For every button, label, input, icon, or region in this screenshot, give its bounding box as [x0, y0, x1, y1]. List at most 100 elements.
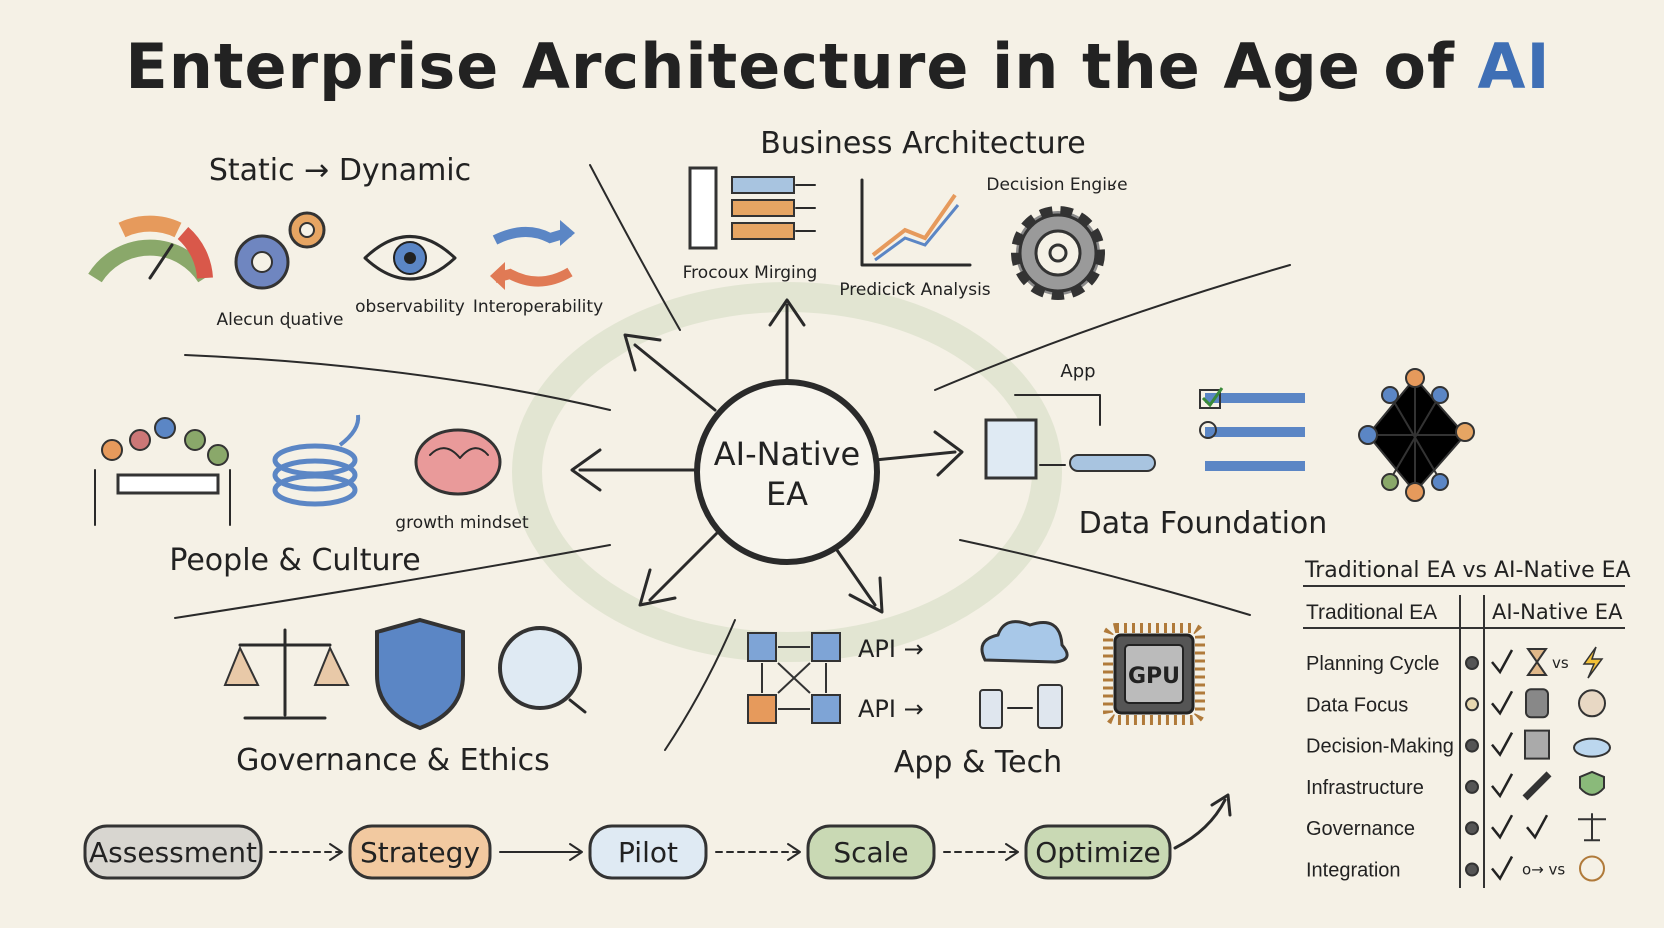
server-icon — [1524, 729, 1550, 760]
api-label: API → — [858, 635, 924, 663]
vs-label: vs — [1552, 654, 1569, 672]
brain-icon — [414, 428, 502, 496]
decision-engine-gear-icon — [1011, 206, 1105, 300]
item-label: observability — [355, 297, 465, 317]
magnifier-icon — [498, 626, 587, 714]
center-title-line1: AI-Native — [714, 435, 860, 473]
step-assessment[interactable]: Assessment — [83, 824, 263, 880]
svg-text:Assessment: Assessment — [89, 836, 257, 869]
process-flow: Assessment Strategy Pilot Scale Optimize — [83, 793, 1232, 880]
devices-icon — [979, 684, 1063, 729]
status-dot — [1465, 697, 1479, 712]
check-icon — [1491, 855, 1514, 881]
step-optimize[interactable]: Optimize — [1024, 824, 1172, 880]
table-row: Infrastructure — [1306, 770, 1605, 801]
scales-of-justice-icon — [223, 628, 350, 720]
comparison-table: Traditional EA vs AI-Native EA Tradition… — [1303, 558, 1631, 888]
hourglass-icon — [1526, 648, 1548, 676]
shield-icon — [375, 617, 465, 731]
check-icon — [1491, 690, 1514, 716]
page-title: Enterprise Architecture in the Age of AI — [125, 30, 1550, 103]
microservices-icon — [747, 632, 841, 724]
row-label: Governance — [1306, 818, 1415, 840]
table-title: Traditional EA vs AI-Native EA — [1304, 558, 1631, 583]
section-people-culture: growth mindset People & Culture — [94, 414, 529, 578]
table-row: Planning Cycle vs — [1306, 646, 1604, 679]
chain-link-icon — [1522, 771, 1552, 801]
status-dot — [1465, 862, 1479, 877]
network-icon — [1579, 855, 1605, 882]
data-pipeline-icon — [984, 394, 1156, 480]
col-header-traditional: Traditional EA — [1306, 601, 1437, 624]
item-label: App — [1060, 361, 1095, 382]
lightning-icon — [1582, 646, 1604, 679]
section-title: Governance & Ethics — [236, 743, 550, 778]
status-dot — [1465, 738, 1479, 753]
status-dot — [1465, 779, 1479, 794]
step-pilot[interactable]: Pilot — [588, 824, 708, 880]
cloud-icon — [1573, 737, 1611, 758]
row-label: Data Focus — [1306, 694, 1408, 716]
section-title: Data Foundation — [1079, 506, 1328, 541]
check-icon — [1491, 773, 1514, 799]
brain-head-icon — [1578, 689, 1606, 718]
step-strategy[interactable]: Strategy — [348, 824, 492, 880]
section-app-tech: API → API → GPU App & Tech — [747, 620, 1205, 780]
row-label: Integration — [1306, 860, 1401, 882]
center-hub: AI-Native EA — [570, 298, 964, 614]
interoperability-arrows-icon — [490, 220, 575, 290]
radiating-arrows — [570, 298, 964, 614]
gears-icon — [234, 211, 326, 290]
section-title: Business Architecture — [760, 126, 1086, 161]
item-label: Predicicꝁ Analysis — [839, 280, 990, 300]
check-icon — [1526, 814, 1549, 840]
table-row: Governance — [1306, 813, 1606, 842]
team-meeting-icon — [94, 417, 231, 526]
gpu-label: GPU — [1128, 664, 1180, 689]
neural-network-icon — [1358, 368, 1475, 502]
status-dot — [1465, 821, 1479, 836]
cloud-icon — [980, 620, 1069, 664]
row-label: Infrastructure — [1306, 777, 1424, 799]
database-icon — [1525, 688, 1549, 719]
process-merging-icon — [688, 166, 816, 250]
svg-text:Strategy: Strategy — [360, 836, 480, 869]
item-label: Frocoux Mirging — [683, 263, 818, 283]
shield-icon — [1579, 770, 1605, 796]
svg-text:Optimize: Optimize — [1035, 836, 1161, 869]
section-title: People & Culture — [169, 543, 420, 578]
section-title: App & Tech — [894, 745, 1062, 780]
item-label: Decιision Engiʁe — [986, 175, 1127, 195]
section-business-architecture: Business Architecture Frocoux Mirging Pr… — [683, 126, 1128, 300]
item-label: growth mindset — [395, 513, 529, 533]
status-dot — [1465, 656, 1479, 670]
section-data-foundation: App Data Foundation — [984, 361, 1475, 541]
vs-label: o→ vs — [1522, 861, 1565, 879]
center-title-line2: EA — [766, 475, 808, 513]
col-header-ai-native: AI-Native EA — [1492, 600, 1623, 624]
item-label: Alecun ɖuative — [216, 310, 343, 330]
check-icon — [1491, 649, 1514, 675]
table-row: Data Focus — [1306, 688, 1606, 719]
check-icon — [1491, 732, 1514, 757]
table-row: Integration o→ vs — [1306, 855, 1605, 882]
scales-icon — [1578, 813, 1606, 842]
gpu-chip-icon: GPU — [1103, 623, 1205, 725]
step-scale[interactable]: Scale — [806, 824, 936, 880]
svg-text:Pilot: Pilot — [618, 836, 678, 869]
eye-icon — [363, 235, 457, 281]
trend-chart-icon — [860, 178, 972, 267]
section-static-dynamic: Static → Dynamic Alecun ɖuative observab… — [88, 153, 603, 330]
api-label: API → — [858, 695, 924, 723]
gauge-icon — [88, 215, 213, 283]
svg-text:Scale: Scale — [833, 836, 908, 869]
row-label: Planning Cycle — [1306, 653, 1439, 675]
item-label: Interoperability — [473, 297, 603, 317]
section-title: Static → Dynamic — [209, 153, 471, 188]
spiral-growth-icon — [272, 414, 361, 507]
checklist-icon — [1199, 387, 1305, 471]
section-governance-ethics: Governance & Ethics — [223, 617, 587, 778]
